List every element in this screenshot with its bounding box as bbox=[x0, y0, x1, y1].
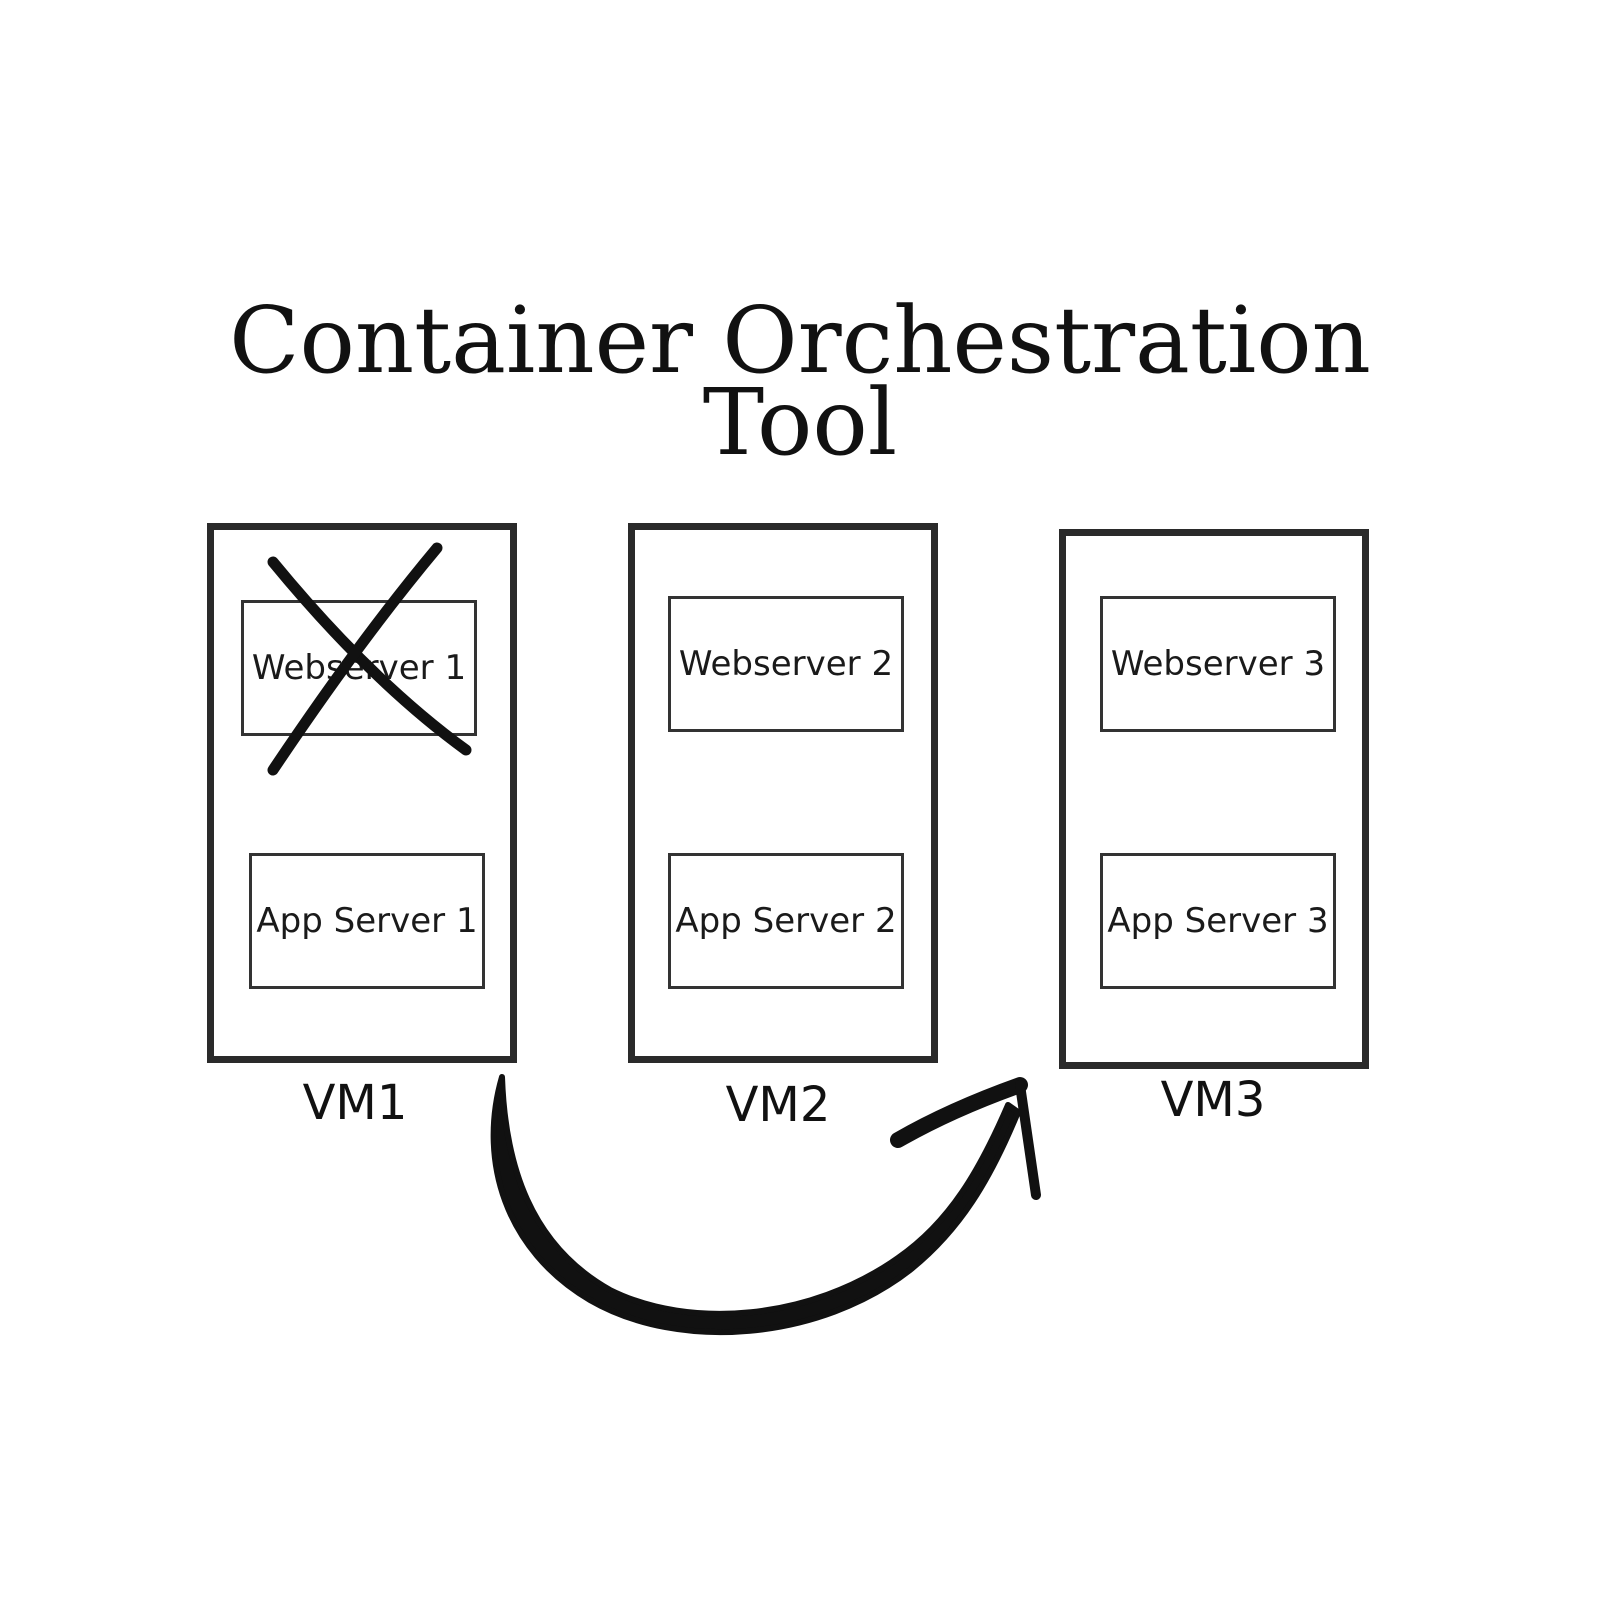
webserver-3-box: Webserver 3 bbox=[1100, 596, 1336, 732]
app-server-1-box: App Server 1 bbox=[249, 853, 485, 989]
app-server-2-box: App Server 2 bbox=[668, 853, 904, 989]
vm1-box: Webserver 1 App Server 1 bbox=[207, 523, 517, 1063]
app-server-3-box: App Server 3 bbox=[1100, 853, 1336, 989]
webserver-1-box: Webserver 1 bbox=[241, 600, 477, 736]
vm2-label: VM2 bbox=[725, 1077, 831, 1133]
vm1-label: VM1 bbox=[302, 1075, 408, 1131]
app-server-2-label: App Server 2 bbox=[675, 901, 897, 941]
webserver-3-label: Webserver 3 bbox=[1110, 644, 1326, 684]
vm3-box: Webserver 3 App Server 3 bbox=[1059, 529, 1369, 1069]
webserver-2-label: Webserver 2 bbox=[678, 644, 894, 684]
vm2-box: Webserver 2 App Server 2 bbox=[628, 523, 938, 1063]
webserver-2-box: Webserver 2 bbox=[668, 596, 904, 732]
app-server-1-label: App Server 1 bbox=[256, 901, 478, 941]
x-cross-icon bbox=[267, 542, 472, 776]
vm3-label: VM3 bbox=[1160, 1072, 1266, 1128]
diagram-title: Container Orchestration Tool bbox=[0, 287, 1600, 476]
title-line-2: Tool bbox=[702, 369, 898, 476]
title-line-1: Container Orchestration bbox=[229, 287, 1371, 394]
curved-arrow-icon bbox=[490, 1074, 1041, 1336]
app-server-3-label: App Server 3 bbox=[1107, 901, 1329, 941]
